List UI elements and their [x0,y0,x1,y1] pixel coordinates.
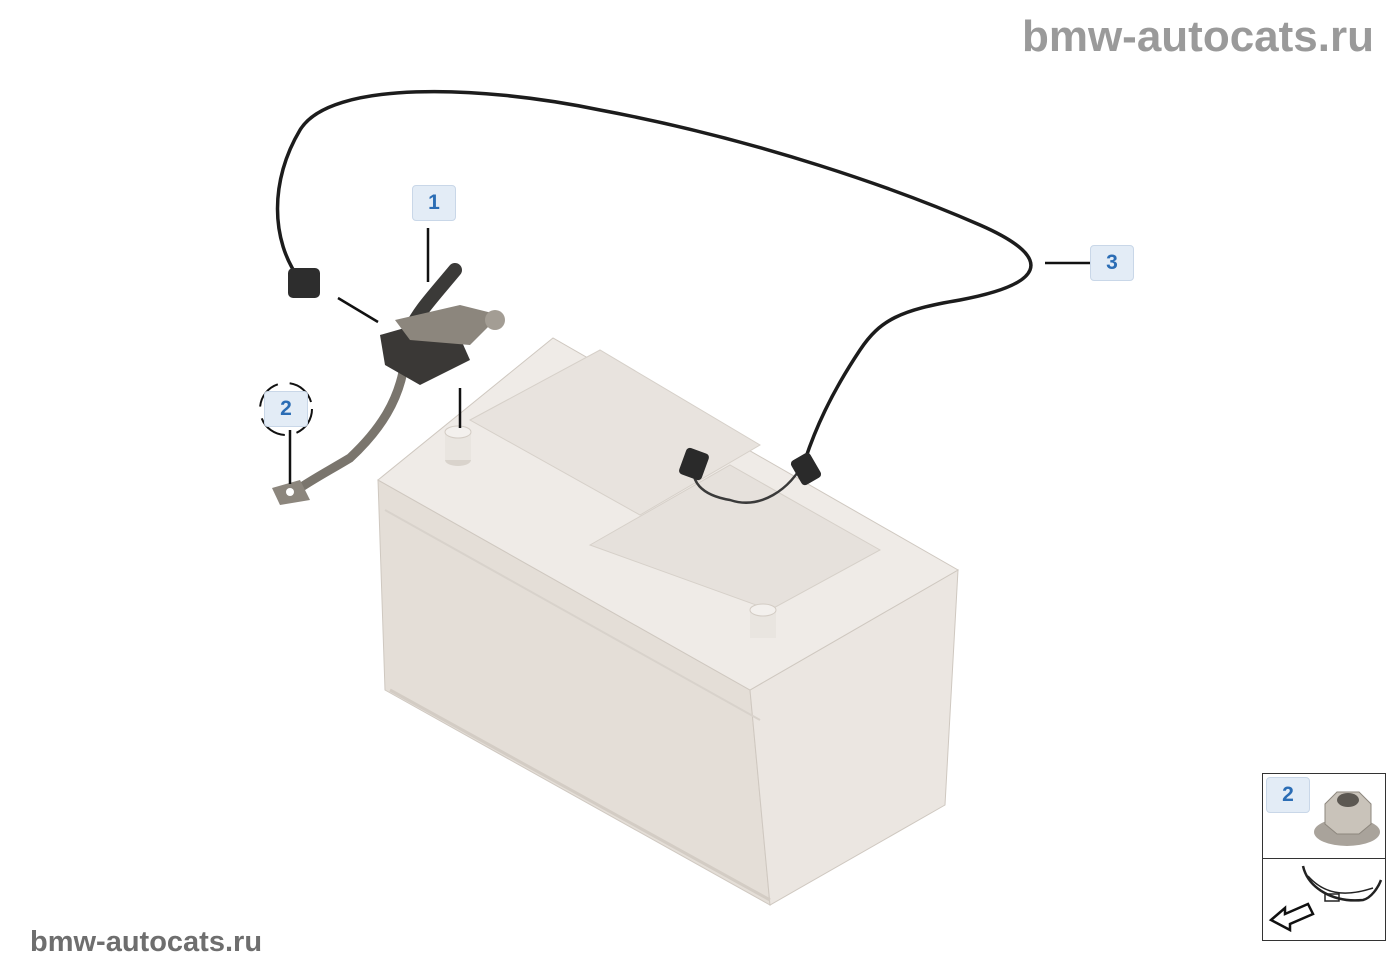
legend-callout-2[interactable]: 2 [1266,777,1310,813]
callout-circle-marker [259,382,313,436]
legend-part-cell: 2 [1263,774,1385,859]
battery-terminal-negative [444,425,472,466]
sensor-lead-cable [275,89,1033,461]
leader-lines [288,228,1090,484]
battery-terminal-positive [749,603,777,638]
callout-3[interactable]: 3 [1090,245,1134,281]
vehicle-front-arrow-icon [1268,865,1383,933]
part-legend-box: 2 [1262,773,1386,941]
watermark-bottom: bmw-autocats.ru [30,926,263,958]
callout-2[interactable]: 2 [264,391,308,427]
legend-location-cell [1263,858,1385,940]
negative-terminal-cable [272,263,505,505]
connector-plug [679,447,709,481]
battery [377,337,960,906]
callout-1[interactable]: 1 [412,185,456,221]
watermark-top: bmw-autocats.ru [1021,12,1374,61]
hex-nut-icon [1314,791,1380,846]
sensor-connector [288,268,320,298]
connector-plug [790,452,822,486]
